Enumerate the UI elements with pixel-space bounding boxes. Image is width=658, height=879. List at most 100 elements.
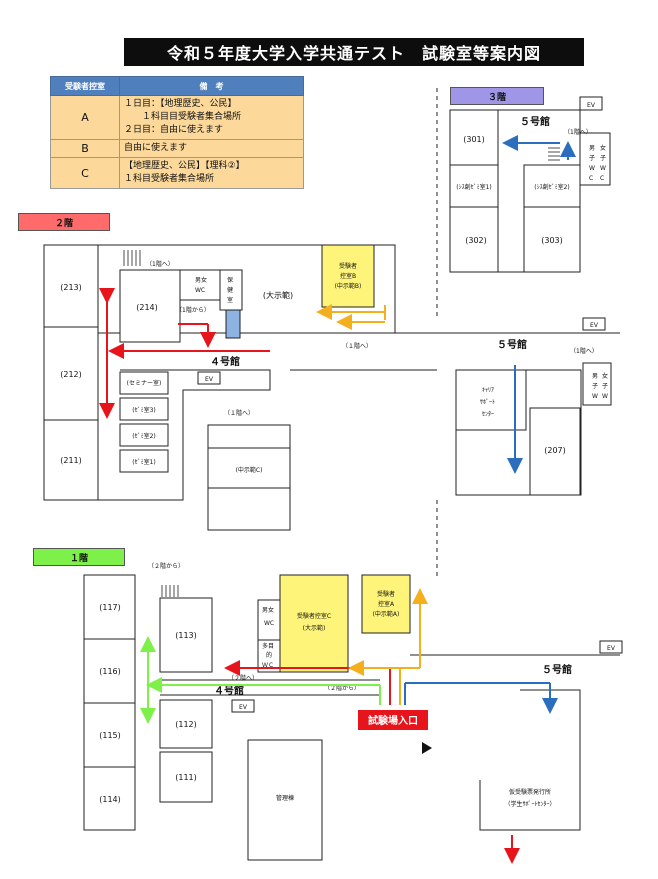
exam-entrance-label: 試験場入口 bbox=[368, 714, 418, 727]
legend-remark-line: ２日目：自由に使えます bbox=[124, 125, 224, 135]
room-chu-c: (中示範C) bbox=[236, 466, 263, 474]
svg-text:ｾﾝﾀｰ: ｾﾝﾀｰ bbox=[482, 411, 494, 418]
legend-remark-line: 自由に使えます bbox=[124, 143, 188, 153]
floor-2-text: ２階 bbox=[54, 218, 73, 229]
ev-1f-b: EV bbox=[607, 645, 616, 652]
svg-text:子: 子 bbox=[602, 383, 608, 390]
room-sem2: (ｼｽ創ｾﾞﾐ室2) bbox=[534, 183, 570, 191]
ctrl-b-1: 受験者 bbox=[339, 262, 357, 270]
bldg4-label-2f: ４号館 bbox=[210, 355, 240, 368]
svg-text:W: W bbox=[592, 393, 598, 400]
from-2f-1f-b: （２階から） bbox=[324, 684, 360, 692]
legend-body: A １日目：【地理歴史、公民】 １科目目受験者集合場所 ２日目：自由に使えます B 自由… bbox=[50, 95, 304, 189]
svg-text:子: 子 bbox=[592, 383, 598, 390]
to-1f-2f-c: （１階へ） bbox=[224, 409, 254, 417]
kari-1: 仮受験票発行所 bbox=[509, 788, 551, 796]
men-wc-3f: 男 bbox=[589, 145, 595, 152]
ev-2f-b: EV bbox=[590, 322, 599, 329]
svg-text:C: C bbox=[589, 175, 593, 182]
hoken-2f: 保 bbox=[227, 276, 233, 284]
room-z2: (ｾﾞﾐ室2) bbox=[132, 432, 156, 440]
legend-header-room: 受験者控室 bbox=[50, 76, 120, 96]
bldg5-label-1f: ５号館 bbox=[542, 663, 572, 676]
legend-room: C bbox=[50, 157, 120, 189]
from-1f-2f: （1階から） bbox=[176, 306, 210, 314]
room-114: (114) bbox=[99, 795, 121, 804]
room-111: (111) bbox=[175, 773, 197, 782]
page-title: 令和５年度大学入学共通テスト 試験室等案内図 bbox=[124, 38, 584, 66]
room-112: (112) bbox=[175, 720, 197, 729]
floor-1-plan: (117) (116) (115) (114) (113) (112) (111… bbox=[83, 562, 623, 864]
legend-remark-line: １日目：【地理歴史、公民】 bbox=[124, 99, 237, 109]
svg-text:(中示範A): (中示範A) bbox=[373, 610, 400, 618]
legend-row: B 自由に使えます bbox=[50, 139, 304, 158]
room-117: (117) bbox=[99, 603, 121, 612]
to-1f-2f-d: （1階へ） bbox=[570, 347, 598, 355]
stairs-3f bbox=[548, 147, 560, 161]
room-sem1: (ｼｽ創ｾﾞﾐ室1) bbox=[456, 183, 492, 191]
legend-row: C 【地理歴史、公民】【理科②】 １科目受験者集合場所 bbox=[50, 157, 304, 189]
room-dai-2f: (大示範) bbox=[263, 290, 293, 300]
legend-remarks: 【地理歴史、公民】【理科②】 １科目受験者集合場所 bbox=[119, 157, 304, 189]
svg-text:（学生ｻﾎﾟｰﾄｾﾝﾀｰ）: （学生ｻﾎﾟｰﾄｾﾝﾀｰ） bbox=[504, 800, 555, 808]
waiting-room-c bbox=[279, 574, 349, 673]
room-seminar: (セミナー室) bbox=[127, 379, 162, 387]
room-113: (113) bbox=[175, 631, 197, 640]
waiting-room-a bbox=[361, 574, 411, 634]
floor-2-plan: (213) (212) (211) (214) 男女 WC 保 健 室 (大示範… bbox=[43, 244, 620, 531]
room-212: (212) bbox=[60, 370, 82, 379]
from-2f-1f: （２階から） bbox=[148, 562, 184, 570]
svg-text:健: 健 bbox=[227, 286, 233, 294]
svg-text:WC: WC bbox=[264, 620, 274, 627]
legend-room: A bbox=[50, 95, 120, 140]
legend-header-note: 備 考 bbox=[119, 76, 304, 96]
career-1: ｷｬﾘｱ bbox=[482, 387, 494, 394]
legend-remark-line: １科目目受験者集合場所 bbox=[124, 112, 242, 122]
bldg4-label-1f: ４号館 bbox=[214, 684, 244, 697]
to-2f-1f: （２階へ） bbox=[228, 674, 258, 682]
svg-text:ＷＣ: ＷＣ bbox=[262, 662, 274, 669]
wc-mf-2f: 男女 bbox=[195, 276, 207, 284]
women-wc-3f: 女 bbox=[600, 144, 606, 152]
room-z3: (ｾﾞﾐ室3) bbox=[132, 406, 156, 414]
svg-text:(中示範B): (中示範B) bbox=[335, 282, 362, 290]
ev-1f: EV bbox=[239, 704, 248, 711]
svg-text:W: W bbox=[600, 165, 606, 172]
legend-table: 受験者控室 備 考 A １日目：【地理歴史、公民】 １科目目受験者集合場所 ２日目：… bbox=[50, 76, 304, 189]
floor-label-3f: ３階 bbox=[450, 87, 544, 105]
room-302: (302) bbox=[465, 236, 487, 245]
room-303: (303) bbox=[541, 236, 563, 245]
ev-3f: EV bbox=[587, 102, 596, 109]
svg-text:ｻﾎﾟｰﾄ: ｻﾎﾟｰﾄ bbox=[480, 399, 495, 406]
waiting-room-b bbox=[321, 244, 375, 308]
svg-text:子: 子 bbox=[600, 155, 606, 162]
wc-1f: 男女 bbox=[262, 606, 274, 614]
floor-1-text: １階 bbox=[69, 553, 88, 564]
ev-2f: EV bbox=[205, 376, 214, 383]
svg-text:的: 的 bbox=[266, 651, 272, 659]
legend-room: B bbox=[50, 139, 120, 158]
room-z1: (ｾﾞﾐ室1) bbox=[132, 458, 156, 466]
svg-text:W: W bbox=[602, 393, 608, 400]
legend-remark-line: 【地理歴史、公民】【理科②】 bbox=[124, 161, 245, 171]
bldg5-label-2f: ５号館 bbox=[497, 338, 527, 351]
floor-3-text: ３階 bbox=[487, 92, 506, 103]
tamoku-wc: 多目 bbox=[262, 642, 274, 650]
svg-text:(大示範): (大示範) bbox=[303, 624, 326, 632]
room-214: (214) bbox=[136, 303, 158, 312]
svg-text:WC: WC bbox=[195, 287, 205, 294]
room-211: (211) bbox=[60, 456, 82, 465]
to-1f-2f: （1階へ） bbox=[146, 260, 174, 268]
legend-row: A １日目：【地理歴史、公民】 １科目目受験者集合場所 ２日目：自由に使えます bbox=[50, 95, 304, 140]
to-1f-2f-b: （１階へ） bbox=[342, 342, 372, 350]
svg-text:受験者控室C: 受験者控室C bbox=[297, 612, 331, 620]
legend-remarks: 自由に使えます bbox=[119, 139, 304, 158]
room-213: (213) bbox=[60, 283, 82, 292]
kanri-bldg: 管理棟 bbox=[276, 794, 294, 802]
svg-text:男: 男 bbox=[592, 373, 598, 380]
legend-remarks: １日目：【地理歴史、公民】 １科目目受験者集合場所 ２日目：自由に使えます bbox=[119, 95, 304, 140]
floor-label-1f: １階 bbox=[33, 548, 125, 566]
svg-text:W: W bbox=[589, 165, 595, 172]
legend-remark-line: １科目受験者集合場所 bbox=[124, 174, 215, 184]
